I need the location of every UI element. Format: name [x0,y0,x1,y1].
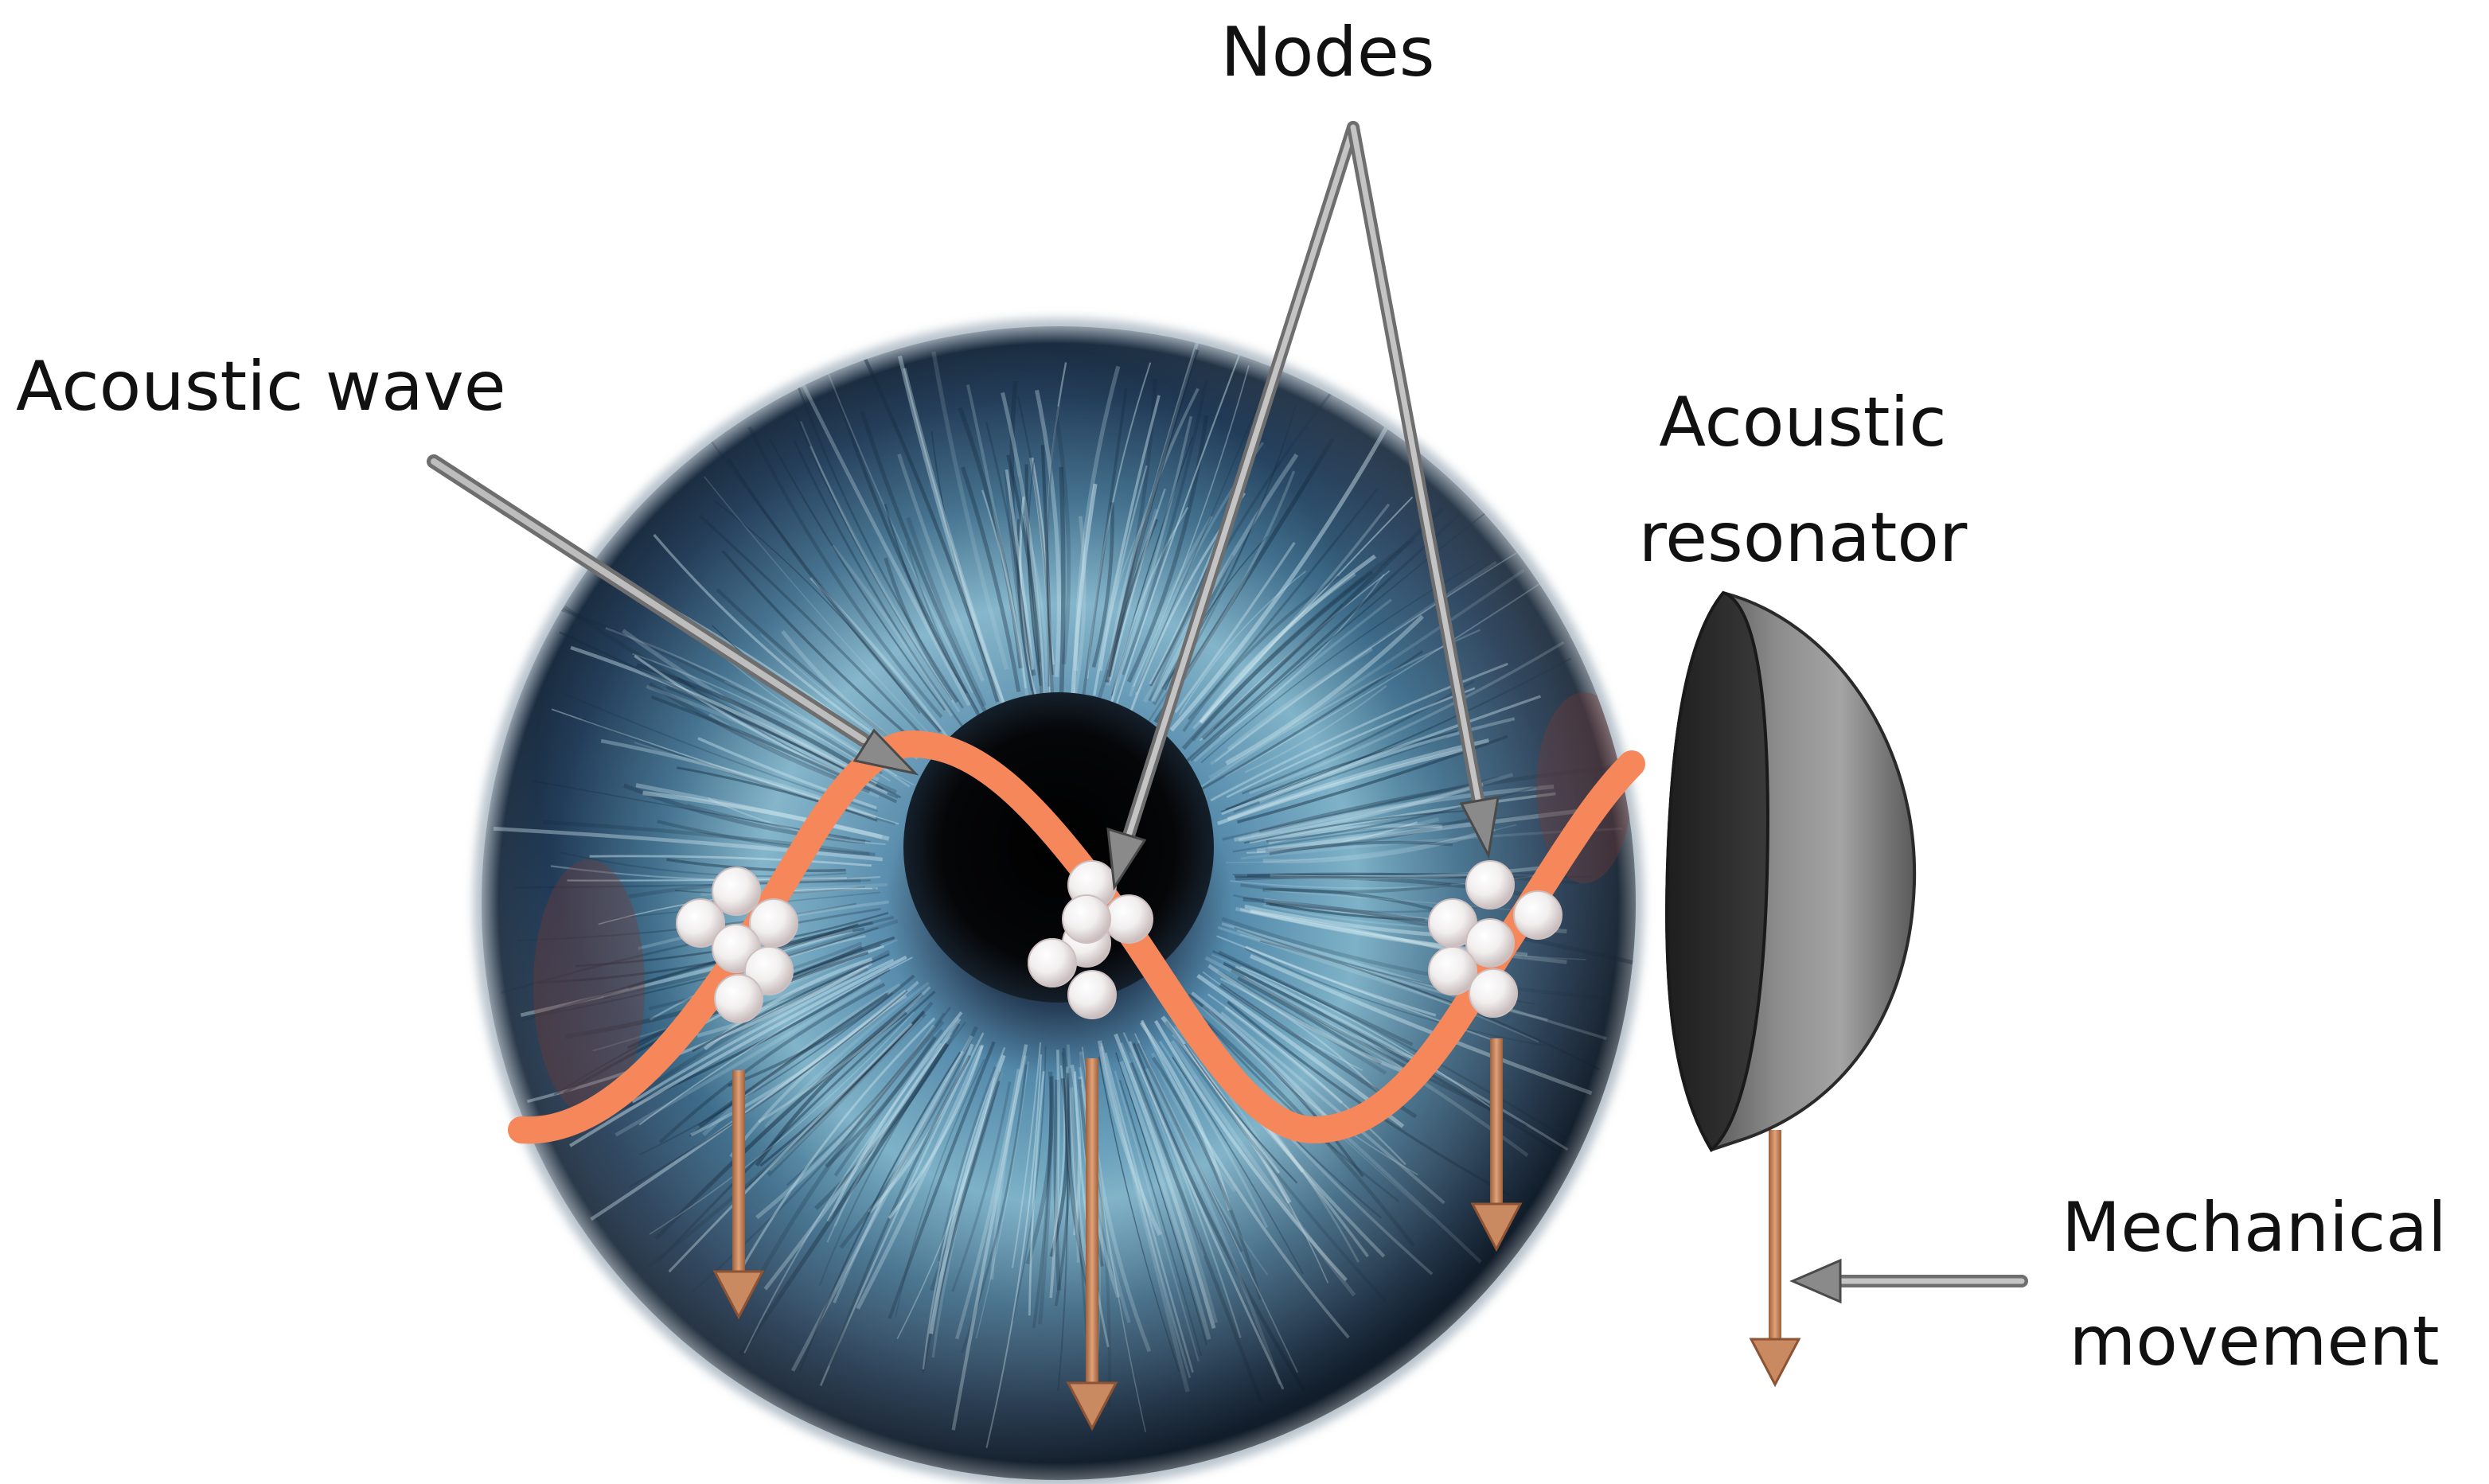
sphere-particle-icon [714,974,763,1023]
sphere-particle-icon [1067,970,1117,1019]
movement-arrow-shaft [732,1070,745,1281]
acoustic-resonator-label-line2: resonator [1639,498,1968,578]
iris-eye-icon [474,318,1644,1484]
node-cluster-2 [1028,860,1153,1019]
sphere-particle-icon [712,867,761,916]
node-pointer-arrow-right [1347,121,1500,859]
movement-arrow-4 [1749,1130,1801,1388]
movement-arrow-1 [712,1070,765,1320]
sphere-particle-icon [1469,968,1518,1018]
node-cluster-1 [676,867,798,1023]
acoustic-resonator-label-line1: Acoustic [1659,383,1946,462]
node-particle-clusters [676,860,1562,1023]
pointer-arrows [427,121,2028,1304]
sphere-particle-icon [1104,894,1153,944]
mechanical-movement-arrows [712,1038,1801,1431]
sphere-particle-icon [1028,938,1077,987]
sphere-particle-icon [676,898,725,948]
wave-pointer-arrow [427,454,919,776]
movement-arrow-head [1470,1202,1523,1252]
sphere-particle-icon [1465,918,1515,968]
node-pointer-arrow-left [1106,121,1360,891]
movement-arrow-head [1749,1338,1801,1388]
hemisphere-resonator-icon [1665,590,1917,1153]
sphere-particle-icon [1513,890,1562,940]
mechanical-movement-label-line1: Mechanical [2062,1188,2447,1268]
movement-arrow-3 [1470,1038,1523,1252]
mechanical-movement-label-line2: movement [2069,1302,2439,1381]
sphere-particle-icon [1062,894,1111,944]
movement-arrow-shaft [1769,1130,1781,1349]
sphere-particle-icon [1428,946,1477,995]
node-cluster-3 [1428,860,1562,1018]
movement-arrow-2 [1066,1058,1118,1431]
sphere-particle-icon [1465,860,1515,909]
movement-arrow-shaft [1490,1038,1503,1213]
movement-arrow-head [1066,1381,1118,1431]
movement-arrow-head [712,1270,765,1320]
movement-arrow-shaft [1086,1058,1098,1392]
movement-pointer-arrow [1789,1258,2028,1304]
nodes-label: Nodes [1220,13,1434,92]
acoustic-wave-label: Acoustic wave [16,347,506,427]
